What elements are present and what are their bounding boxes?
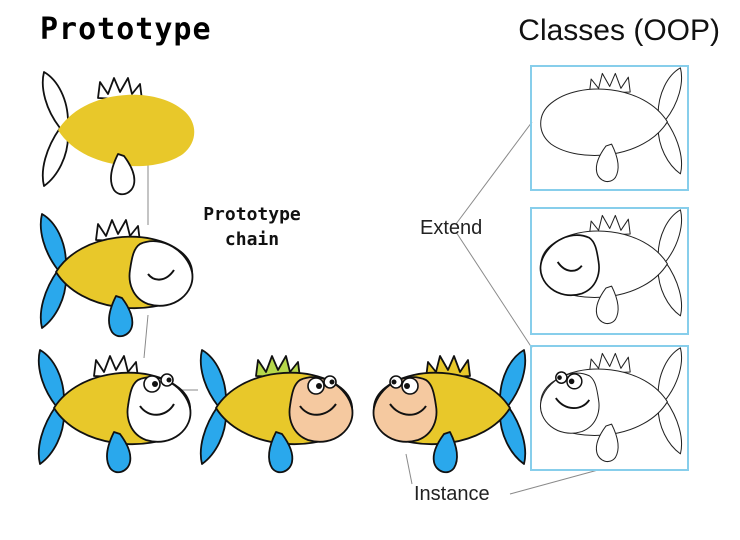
class-box-base [530,65,689,191]
classes-heading: Classes (OOP) [518,14,720,47]
class-box-eyed [530,345,689,471]
extend-connector-1 [455,121,533,225]
prototype-chain-line-2: chain [224,229,280,250]
extend-connector-2 [455,231,533,349]
instance-label: Instance [414,483,490,505]
class-box-mid [530,207,689,335]
prototype-chain-label: Prototype chain [186,202,318,252]
chain-connector-2 [143,314,149,359]
fish-prototype-face [39,213,194,338]
fish-prototype-eyed [37,349,192,474]
class-fish-eyed [539,347,683,463]
fish-prototype-base [41,71,195,196]
fish-instance-left [372,349,527,474]
class-fish-base [540,67,683,183]
extend-label: Extend [420,217,483,239]
instance-connector-1 [405,453,413,485]
fish-instance-right [199,349,354,474]
prototype-chain-line-1: Prototype [203,204,301,225]
class-fish-face [539,209,683,325]
connector-lines [143,121,599,495]
prototype-heading: Prototype [40,12,212,47]
instance-connector-2 [509,469,599,495]
